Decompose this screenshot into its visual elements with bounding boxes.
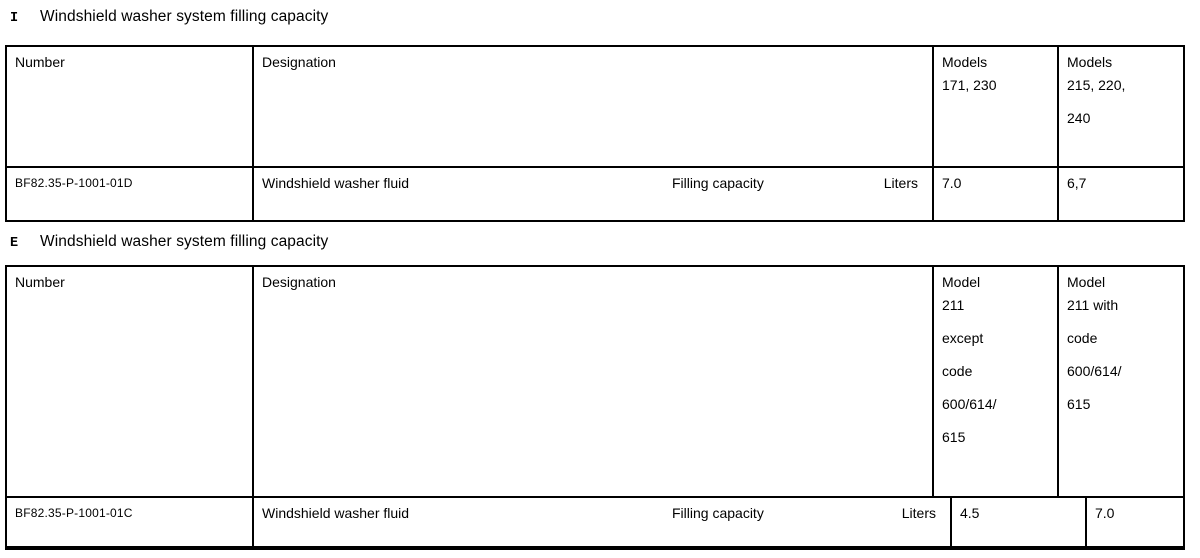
section-heading-1: I Windshield washer system filling capac… bbox=[10, 8, 328, 26]
value-cell-a: 7.0 bbox=[932, 168, 1059, 222]
value-cell-b: 6,7 bbox=[1057, 168, 1185, 222]
table-row: BF82.35-P-1001-01C Windshield washer flu… bbox=[5, 498, 1185, 550]
designation-cell: Windshield washer fluid Filling capacity… bbox=[252, 498, 952, 550]
capacity-table-2-data: BF82.35-P-1001-01C Windshield washer flu… bbox=[5, 498, 1185, 550]
header-cell-designation: Designation bbox=[252, 265, 934, 498]
unit-label: Liters bbox=[901, 505, 936, 521]
section-heading-2: E Windshield washer system filling capac… bbox=[10, 233, 328, 251]
header-cell-designation: Designation bbox=[252, 45, 934, 168]
designation-cell: Windshield washer fluid Filling capacity… bbox=[252, 168, 934, 222]
header-cell-number: Number bbox=[5, 45, 254, 168]
value-cell-b: 7.0 bbox=[1085, 498, 1185, 550]
part-number-cell: BF82.35-P-1001-01D bbox=[5, 168, 254, 222]
heading-prefix: E bbox=[10, 236, 19, 251]
table-row: BF82.35-P-1001-01D Windshield washer flu… bbox=[5, 168, 1185, 222]
heading-title: Windshield washer system filling capacit… bbox=[40, 8, 329, 25]
attribute-label: Filling capacity bbox=[672, 175, 764, 191]
value-cell-a: 4.5 bbox=[950, 498, 1087, 550]
fluid-name: Windshield washer fluid bbox=[262, 175, 410, 191]
header-cell-number: Number bbox=[5, 265, 254, 498]
fluid-name: Windshield washer fluid bbox=[262, 505, 410, 521]
heading-title: Windshield washer system filling capacit… bbox=[40, 233, 329, 250]
unit-label: Liters bbox=[883, 175, 918, 191]
heading-prefix: I bbox=[10, 11, 19, 26]
attribute-label: Filling capacity bbox=[672, 505, 764, 521]
part-number-cell: BF82.35-P-1001-01C bbox=[5, 498, 254, 550]
capacity-table-1-data: BF82.35-P-1001-01D Windshield washer flu… bbox=[5, 168, 1185, 222]
